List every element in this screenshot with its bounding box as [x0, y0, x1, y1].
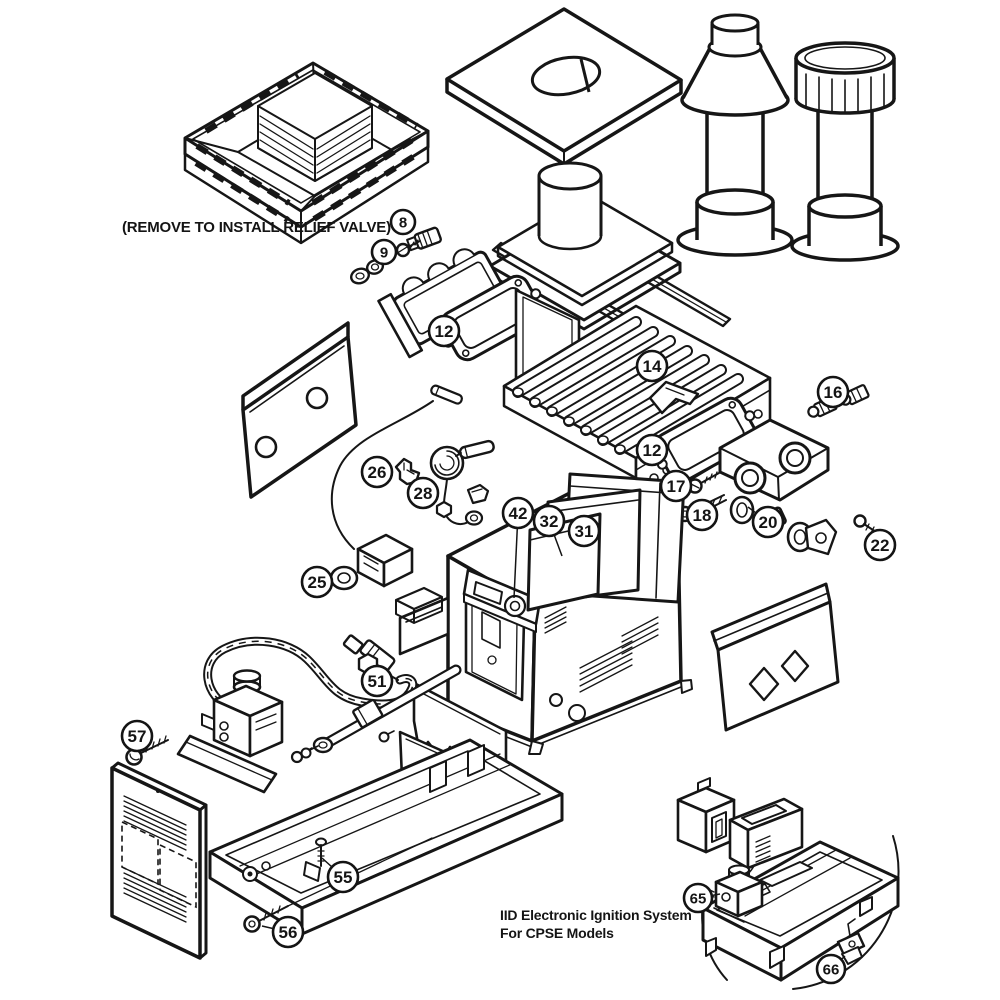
callout-32-13: 32 — [532, 504, 566, 557]
vent-stack-cone — [676, 13, 794, 257]
callout-17-6: 17 — [659, 469, 693, 503]
svg-text:56: 56 — [279, 923, 298, 942]
callout-65-20: 65 — [682, 882, 721, 914]
svg-text:25: 25 — [308, 573, 327, 592]
top-cover — [183, 61, 430, 245]
top-lid-panel — [445, 7, 683, 166]
clip-26 — [394, 457, 421, 486]
svg-text:14: 14 — [643, 357, 662, 376]
svg-text:9: 9 — [380, 244, 388, 261]
return-header — [648, 380, 883, 556]
callout-22-9: 22 — [863, 528, 897, 562]
plug-20-parts — [729, 495, 838, 556]
gas-valve-assembly — [176, 634, 462, 794]
callout-31-14: 31 — [567, 514, 601, 548]
callout-8-0: 8 — [389, 208, 417, 236]
igniter-66 — [836, 918, 866, 965]
burner-tray — [208, 738, 564, 936]
callout-28-11: 28 — [406, 476, 440, 510]
front-door-panel — [110, 735, 208, 960]
svg-text:51: 51 — [368, 672, 387, 691]
iid-note-line1: IID Electronic Ignition System — [500, 907, 692, 923]
svg-text:57: 57 — [128, 727, 147, 746]
bolt-56 — [243, 837, 433, 933]
inlet-header — [377, 248, 508, 359]
svg-text:20: 20 — [759, 513, 778, 532]
callout-9-1: 9 — [370, 238, 398, 266]
callout-42-12: 42 — [501, 496, 535, 599]
svg-text:8: 8 — [399, 214, 407, 231]
callout-25-15: 25 — [300, 565, 334, 599]
svg-text:42: 42 — [509, 504, 528, 523]
svg-text:28: 28 — [414, 484, 433, 503]
callout-57-17: 57 — [120, 719, 154, 753]
svg-text:12: 12 — [643, 441, 662, 460]
chamber-panels — [526, 472, 686, 612]
iid-note-line2: For CPSE Models — [500, 925, 614, 941]
side-plate — [241, 321, 358, 499]
svg-text:26: 26 — [368, 463, 387, 482]
relief-valve-note: (REMOVE TO INSTALL RELIEF VALVE) – — [122, 219, 403, 236]
callout-26-10: 26 — [360, 455, 394, 489]
diamond-bracket — [710, 582, 840, 732]
callout-16-4: 16 — [816, 375, 850, 409]
svg-text:31: 31 — [575, 522, 594, 541]
svg-text:16: 16 — [824, 383, 843, 402]
svg-text:55: 55 — [334, 868, 353, 887]
iid-assembly — [676, 777, 900, 990]
callout-55-18: 55 — [321, 857, 360, 894]
svg-text:12: 12 — [435, 322, 454, 341]
svg-text:66: 66 — [823, 961, 840, 978]
relief-valve-fittings — [350, 226, 442, 285]
transformer — [676, 777, 736, 854]
svg-text:65: 65 — [690, 890, 707, 907]
callout-66-21: 66 — [815, 953, 847, 985]
control-module — [728, 797, 804, 870]
bracket-25 — [329, 533, 414, 591]
callout-12-2: 12 — [427, 314, 461, 348]
callout-12-5: 12 — [635, 433, 669, 467]
callouts-layer: 89 12 14 16 12 17 18 20 22 26 28 42 32 31 25 51 57 55 56 65… — [120, 208, 897, 985]
iid-tray — [701, 840, 900, 982]
svg-text:32: 32 — [540, 512, 559, 531]
vent-stack-cap — [790, 41, 900, 262]
callout-20-8: 20 — [747, 505, 785, 539]
svg-text:18: 18 — [693, 506, 712, 525]
callout-14-3: 14 — [635, 349, 669, 383]
callout-56-19: 56 — [261, 915, 305, 949]
svg-text:22: 22 — [871, 536, 890, 555]
screw-55 — [303, 837, 327, 882]
callout-18-7: 18 — [685, 498, 719, 532]
sensor-wire — [330, 384, 463, 550]
svg-text:17: 17 — [667, 477, 686, 496]
iid-gas-valve-65 — [705, 864, 764, 923]
callout-51-16: 51 — [360, 664, 394, 698]
thermostat-28 — [429, 439, 495, 526]
